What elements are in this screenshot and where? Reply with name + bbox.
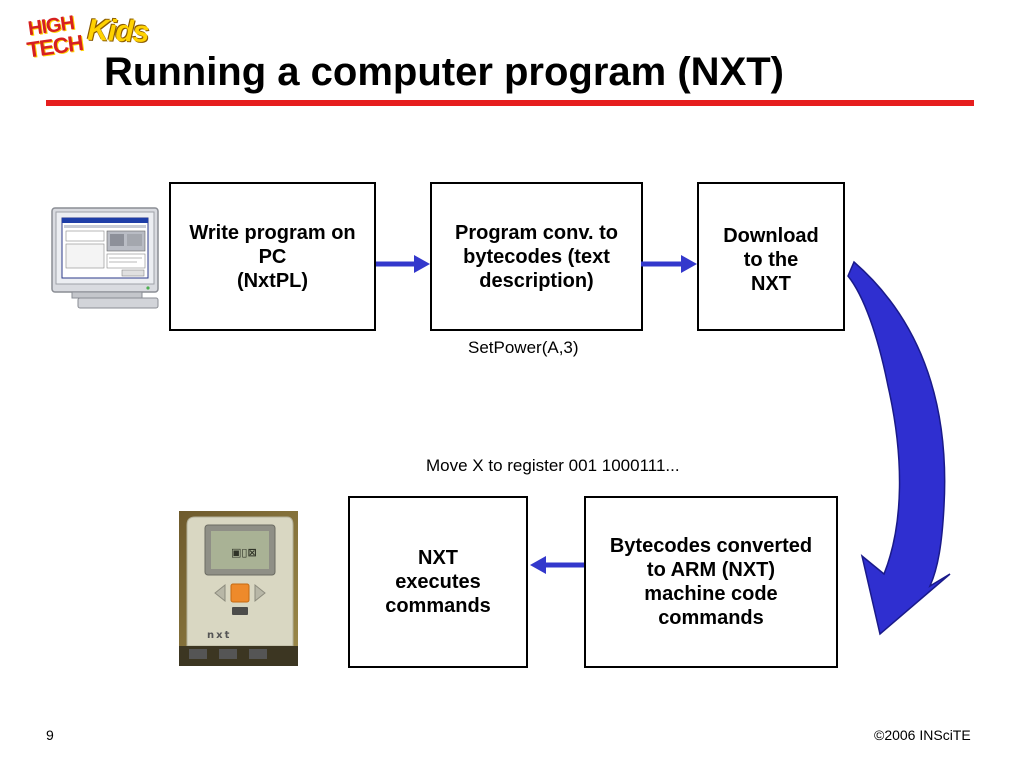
logo-tech-text: TECH [25, 29, 85, 63]
nxt-executes-text: NXT executes commands [385, 547, 491, 617]
arrow-write-to-convert [376, 255, 430, 273]
move-register-label: Move X to register 001 1000111... [426, 456, 680, 475]
program-conversion-box: Program conv. to bytecodes (text descrip… [430, 182, 643, 331]
nxt-executes-box: NXT executes commands [348, 496, 528, 668]
nxt-brick-photo: ▣▯⊠ nxt [179, 511, 298, 666]
download-box: Download to the NXT [697, 182, 845, 331]
slide-title: Running a computer program (NXT) [104, 50, 784, 94]
computer-monitor-icon [51, 207, 159, 309]
program-conversion-text: Program conv. to bytecodes (text descrip… [455, 221, 618, 292]
logo-kids-text: Kids [86, 13, 150, 49]
bytecodes-converted-box: Bytecodes converted to ARM (NXT) machine… [584, 496, 838, 668]
svg-text:▣▯⊠: ▣▯⊠ [231, 546, 257, 559]
curved-download-arrow [847, 260, 951, 636]
write-program-box: Write program on PC (NxtPL) [169, 182, 376, 331]
nxt-brick-label: nxt [207, 630, 231, 641]
title-underline [46, 100, 974, 106]
copyright-notice: ©2006 INSciTE [874, 727, 971, 743]
download-text: Download to the NXT [723, 225, 819, 295]
setpower-label: SetPower(A,3) [468, 338, 579, 357]
bytecodes-converted-text: Bytecodes converted to ARM (NXT) machine… [609, 535, 813, 629]
write-program-text: Write program on PC (NxtPL) [189, 221, 356, 292]
arrow-convert-to-download [641, 255, 697, 273]
arrow-bytecodes-to-execute [530, 556, 584, 574]
page-number: 9 [46, 727, 54, 743]
